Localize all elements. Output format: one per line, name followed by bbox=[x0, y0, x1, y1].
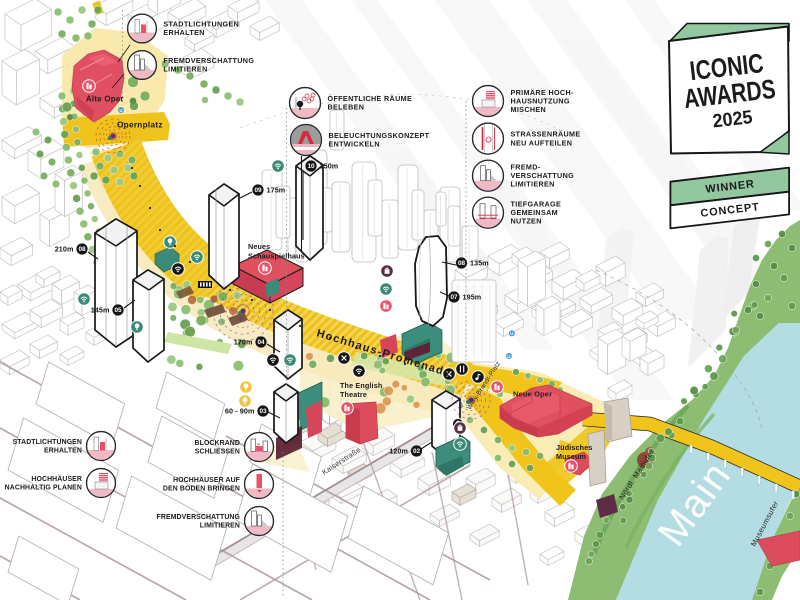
svg-text:VERSCHATTUNG: VERSCHATTUNG bbox=[511, 171, 575, 180]
svg-text:Opernplatz: Opernplatz bbox=[117, 121, 163, 130]
svg-text:195m: 195m bbox=[463, 293, 482, 302]
svg-text:HAUSNUTZUNG: HAUSNUTZUNG bbox=[511, 96, 570, 105]
svg-text:STADTLICHTUNGEN: STADTLICHTUNGEN bbox=[163, 20, 239, 29]
svg-text:Alte Oper: Alte Oper bbox=[86, 95, 124, 104]
svg-text:PRIMÄRE HOCH-: PRIMÄRE HOCH- bbox=[511, 88, 575, 97]
svg-text:09: 09 bbox=[254, 187, 262, 194]
svg-text:ÖFFENTLICHE RÄUME: ÖFFENTLICHE RÄUME bbox=[328, 94, 413, 103]
svg-text:Schauspielhaus: Schauspielhaus bbox=[248, 252, 305, 261]
svg-text:HOCHHÄUSER AUF: HOCHHÄUSER AUF bbox=[173, 476, 240, 484]
svg-text:08: 08 bbox=[458, 260, 466, 267]
svg-text:08: 08 bbox=[78, 246, 86, 253]
svg-text:ERHALTEN: ERHALTEN bbox=[44, 448, 82, 455]
svg-text:BELEBEN: BELEBEN bbox=[328, 103, 365, 112]
svg-text:BELEUCHTUNGSKONZEPT: BELEUCHTUNGSKONZEPT bbox=[329, 131, 430, 140]
svg-text:NUTZEN: NUTZEN bbox=[511, 217, 542, 226]
svg-text:04: 04 bbox=[257, 339, 265, 346]
svg-text:170m: 170m bbox=[234, 338, 253, 347]
svg-text:U: U bbox=[510, 331, 513, 336]
svg-text:Theatre: Theatre bbox=[340, 390, 367, 399]
svg-text:LIMITIEREN: LIMITIEREN bbox=[511, 180, 555, 189]
svg-text:03: 03 bbox=[259, 408, 267, 415]
svg-text:LIMITIEREN: LIMITIEREN bbox=[163, 65, 207, 74]
svg-text:BLOCKRAND: BLOCKRAND bbox=[195, 440, 240, 447]
svg-text:Jüdisches: Jüdisches bbox=[556, 443, 593, 452]
svg-text:175m: 175m bbox=[267, 186, 286, 195]
svg-text:Neues: Neues bbox=[248, 242, 270, 251]
svg-text:2025: 2025 bbox=[712, 107, 755, 132]
svg-text:ENTWICKELN: ENTWICKELN bbox=[329, 140, 380, 149]
svg-text:135m: 135m bbox=[470, 259, 489, 268]
svg-text:DEN BODEN BRINGEN: DEN BODEN BRINGEN bbox=[163, 486, 240, 493]
svg-text:ERHALTEN: ERHALTEN bbox=[163, 28, 204, 37]
svg-text:HOCHHÄUSER: HOCHHÄUSER bbox=[31, 475, 82, 483]
svg-text:FREMDVERSCHATTUNG: FREMDVERSCHATTUNG bbox=[163, 56, 254, 65]
svg-text:SCHLIESSEN: SCHLIESSEN bbox=[195, 449, 240, 456]
svg-text:The English: The English bbox=[340, 381, 382, 390]
svg-text:U: U bbox=[507, 354, 510, 359]
svg-text:STADTLICHTUNGEN: STADTLICHTUNGEN bbox=[13, 439, 82, 446]
svg-text:Neue Oper: Neue Oper bbox=[513, 390, 552, 399]
svg-text:02: 02 bbox=[413, 448, 421, 455]
svg-text:60 - 90m: 60 - 90m bbox=[225, 407, 255, 416]
svg-text:120m: 120m bbox=[389, 447, 408, 456]
svg-text:STRASSENRÄUME: STRASSENRÄUME bbox=[511, 130, 581, 139]
svg-text:MISCHEN: MISCHEN bbox=[511, 105, 547, 114]
svg-text:WINNER: WINNER bbox=[705, 178, 755, 196]
svg-text:NEU AUFTEILEN: NEU AUFTEILEN bbox=[511, 138, 573, 147]
svg-text:10: 10 bbox=[307, 163, 315, 170]
svg-text:07: 07 bbox=[450, 294, 458, 301]
svg-text:LIMITIEREN: LIMITIEREN bbox=[200, 523, 240, 530]
svg-text:Museum: Museum bbox=[556, 452, 586, 461]
svg-text:FREMD-: FREMD- bbox=[511, 163, 541, 172]
svg-text:FREMDVERSCHATTUNG: FREMDVERSCHATTUNG bbox=[157, 514, 240, 521]
svg-text:U: U bbox=[119, 108, 122, 113]
svg-text:145m: 145m bbox=[91, 306, 110, 315]
svg-text:210m: 210m bbox=[55, 245, 74, 254]
svg-text:NACHHALTIG PLANEN: NACHHALTIG PLANEN bbox=[5, 485, 82, 492]
svg-text:150m: 150m bbox=[320, 162, 339, 171]
svg-text:GEMEINSAM: GEMEINSAM bbox=[511, 208, 558, 217]
svg-text:05: 05 bbox=[114, 307, 122, 314]
svg-text:TIEFGARAGE: TIEFGARAGE bbox=[511, 200, 562, 209]
